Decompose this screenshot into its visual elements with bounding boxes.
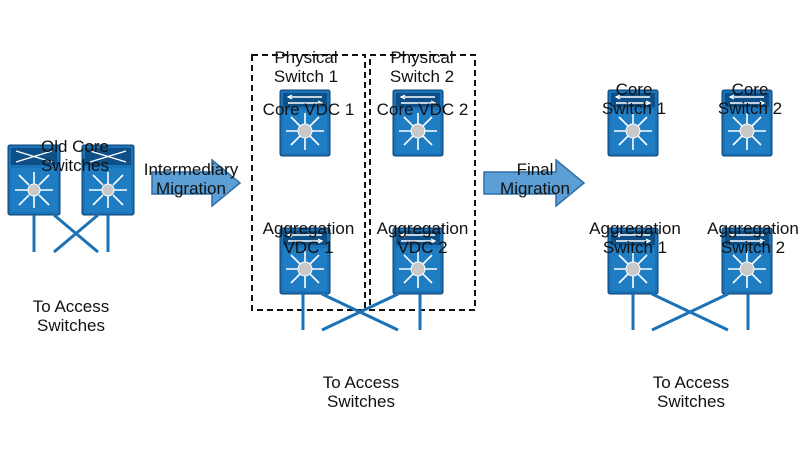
core-vdc-2-label: Core VDC 2 xyxy=(376,100,469,119)
final-arrow xyxy=(483,158,586,208)
old-core-links xyxy=(32,213,110,254)
diagram-canvas xyxy=(7,54,773,332)
final-access-links xyxy=(631,292,750,332)
physical-switch-1-boundary xyxy=(251,54,366,311)
core-vdc-1-label: Core VDC 1 xyxy=(262,100,355,119)
physical-switch-2-boundary xyxy=(369,54,476,311)
intermediary-arrow xyxy=(151,158,242,208)
vdc-access-links xyxy=(301,292,422,332)
